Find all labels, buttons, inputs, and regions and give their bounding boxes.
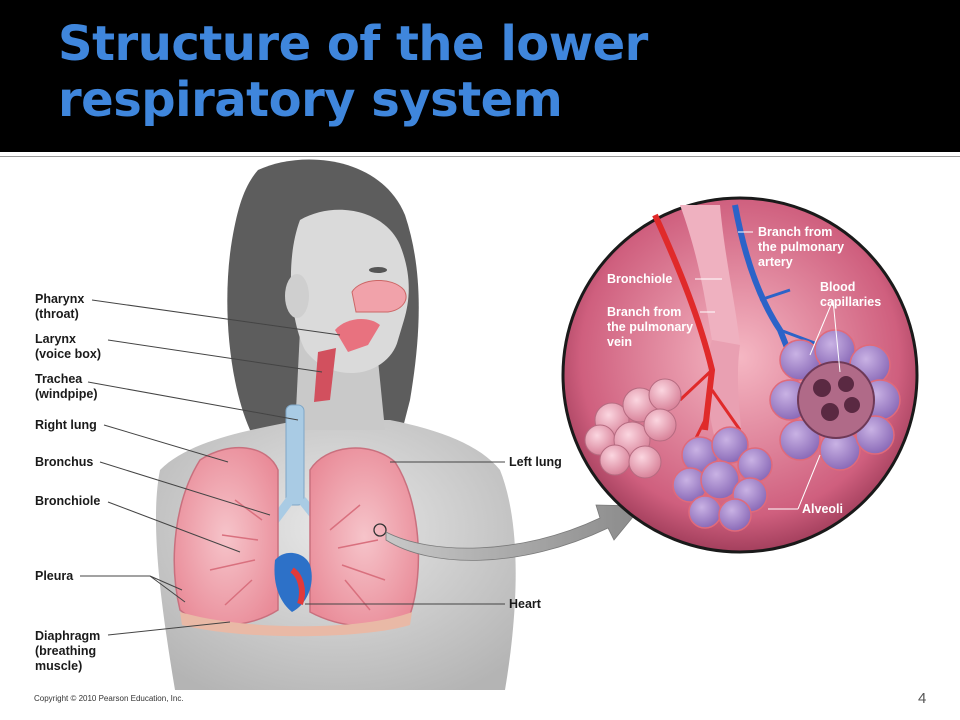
left-lung-label: Left lung bbox=[509, 455, 562, 469]
larynx-sub-label: (voice box) bbox=[35, 347, 101, 361]
vein-label-2: the pulmonary bbox=[607, 320, 694, 334]
bronchiole-tube bbox=[680, 205, 740, 345]
page-number: 4 bbox=[918, 690, 927, 707]
alveolus-section bbox=[797, 361, 875, 439]
heart-vessel bbox=[290, 567, 305, 606]
alveoli-label: Alveoli bbox=[802, 502, 843, 516]
larynx-shape bbox=[314, 348, 336, 402]
pleura-label: Pleura bbox=[35, 569, 74, 583]
alveoli-cluster-left bbox=[584, 378, 682, 479]
slide-title: Structure of the lower respiratory syste… bbox=[58, 16, 648, 128]
capillaries-label-1: Blood bbox=[820, 280, 856, 294]
title-bar: Structure of the lower respiratory syste… bbox=[0, 0, 960, 152]
pharynx-shape bbox=[335, 318, 380, 352]
trachea-label: Trachea bbox=[35, 372, 83, 386]
inset-leaders bbox=[695, 231, 841, 510]
alveolus-chambers bbox=[813, 376, 860, 421]
ear bbox=[285, 274, 309, 318]
trachea-sub-label: (windpipe) bbox=[35, 387, 98, 401]
artery-label-2: the pulmonary bbox=[758, 240, 845, 254]
bronchiole-label: Bronchiole bbox=[35, 494, 101, 508]
artery-label-3: artery bbox=[758, 255, 793, 269]
vein-label-3: vein bbox=[607, 335, 633, 349]
copyright-notice: Copyright © 2010 Pearson Education, Inc. bbox=[34, 694, 184, 703]
eye bbox=[369, 267, 387, 273]
capillaries-label-2: capillaries bbox=[820, 295, 882, 309]
diaphragm-sub-label-2: muscle) bbox=[35, 659, 83, 673]
alveoli-inset bbox=[561, 196, 919, 554]
bronchus-label: Bronchus bbox=[35, 455, 94, 469]
title-divider bbox=[0, 152, 960, 157]
inset-bronchiole-label: Bronchiole bbox=[607, 272, 673, 286]
lungs bbox=[173, 447, 420, 637]
artery-vessel bbox=[732, 204, 803, 382]
vein-label-1: Branch from bbox=[607, 305, 682, 319]
vein-vessel bbox=[652, 213, 716, 431]
left-lung-shape bbox=[309, 447, 420, 627]
magnify-marker bbox=[373, 523, 387, 537]
trachea-shape bbox=[285, 404, 305, 506]
larynx-label: Larynx bbox=[35, 332, 76, 346]
pharynx-label: Pharynx bbox=[35, 292, 85, 306]
diaphragm-shape bbox=[180, 612, 412, 637]
nasal-cavity bbox=[351, 279, 407, 313]
alveoli-cluster-center bbox=[672, 426, 773, 532]
right-lung-label: Right lung bbox=[35, 418, 97, 432]
heart-label: Heart bbox=[509, 597, 541, 611]
diaphragm-sub-label-1: (breathing bbox=[35, 644, 97, 658]
leader-lines bbox=[80, 299, 505, 636]
diaphragm-label: Diaphragm bbox=[35, 629, 101, 643]
zoom-arrow bbox=[385, 504, 643, 561]
bronchial-tree bbox=[209, 499, 386, 611]
artery-label-1: Branch from bbox=[758, 225, 833, 239]
pharynx-sub-label: (throat) bbox=[35, 307, 79, 321]
